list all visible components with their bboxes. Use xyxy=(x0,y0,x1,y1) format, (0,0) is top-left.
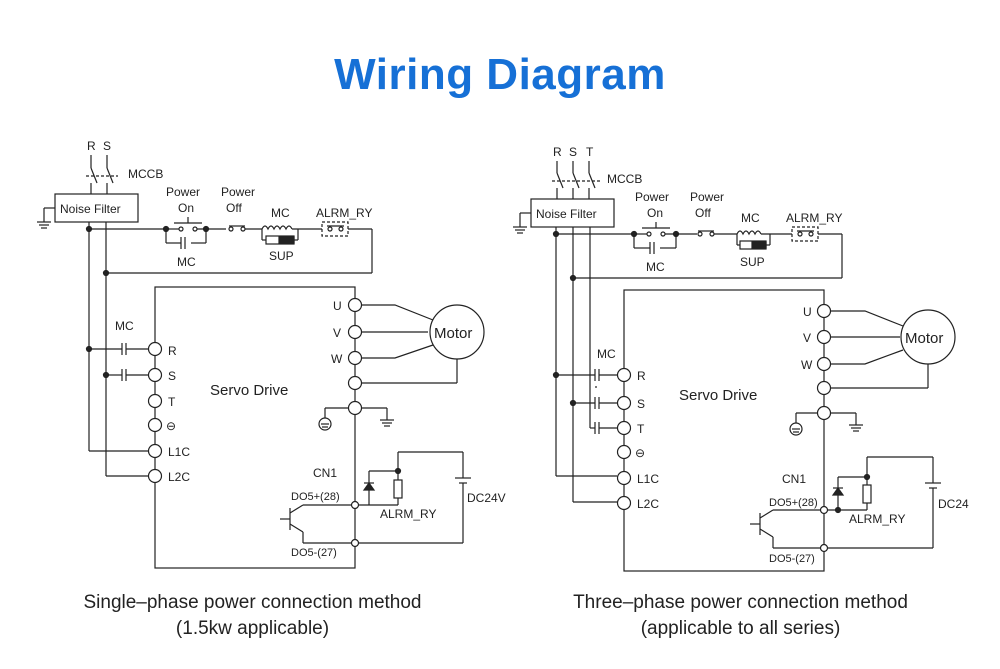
terminal-t-label: T xyxy=(168,395,176,409)
servo-drive-box xyxy=(623,289,825,572)
power-on-label: Power xyxy=(166,185,200,199)
mc-coil-label: MC xyxy=(271,206,290,220)
motor-circle xyxy=(900,309,956,365)
mccb-label: MCCB xyxy=(128,167,163,181)
power-on-label-2: On xyxy=(178,201,194,215)
page-title: Wiring Diagram xyxy=(334,50,666,99)
terminal-v-label: V xyxy=(803,331,811,345)
input-label-t: T xyxy=(586,145,594,159)
terminal-w-label: W xyxy=(331,352,343,366)
do5-minus-label: DO5-(27) xyxy=(769,553,815,565)
input-label-r: R xyxy=(553,145,562,159)
cn1-label: CN1 xyxy=(313,466,337,480)
input-terminals: R S T ⊖ L1C L2C xyxy=(147,341,190,484)
right-caption-line-1: Three–phase power connection method xyxy=(573,592,908,613)
left-caption-line-1: Single–phase power connection method xyxy=(83,592,422,613)
terminal-u-label: U xyxy=(803,305,812,319)
do5-minus-label: DO5-(27) xyxy=(291,547,337,559)
right-caption-line-2: (applicable to all series) xyxy=(640,618,841,639)
terminal-t-label: T xyxy=(637,422,645,436)
dc24-label: DC24 xyxy=(938,497,969,511)
power-off-label: Power xyxy=(221,185,255,199)
power-on-label: Power xyxy=(635,190,669,204)
three-phase-diagram: R S T MCCB Noise Filter Power On xyxy=(513,145,969,572)
mc-contact-top-label: MC xyxy=(646,260,665,274)
right-caption: Three–phase power connection method (app… xyxy=(508,590,973,642)
terminal-l1c-label: L1C xyxy=(637,472,659,486)
do5-plus-label: DO5+(28) xyxy=(769,497,818,509)
alrm-ry-relay-label: ALRM_RY xyxy=(849,512,905,526)
motor-label: Motor xyxy=(905,330,943,347)
mccb-label: MCCB xyxy=(607,172,642,186)
power-off-label-2: Off xyxy=(695,206,711,220)
single-phase-diagram: R S MCCB Noise Filter Power On xyxy=(37,139,506,569)
input-label-r: R xyxy=(87,139,96,153)
mc-coil-label: MC xyxy=(741,211,760,225)
alrm-ry-label: ALRM_RY xyxy=(786,211,842,225)
do5-plus-label: DO5+(28) xyxy=(291,491,340,503)
terminal-s-label: S xyxy=(168,369,176,383)
terminal-w-label: W xyxy=(801,358,813,372)
cn1-label: CN1 xyxy=(782,472,806,486)
power-off-label: Power xyxy=(690,190,724,204)
terminal-l2c-label: L2C xyxy=(637,497,659,511)
motor-label: Motor xyxy=(434,325,472,342)
terminal-v-label: V xyxy=(333,326,341,340)
terminal-s-label: S xyxy=(637,397,645,411)
servo-drive-label: Servo Drive xyxy=(210,382,288,399)
sup-label: SUP xyxy=(269,249,294,263)
mc-contact-top-label: MC xyxy=(177,255,196,269)
input-terminals: R S T ⊖ L1C L2C xyxy=(616,367,659,511)
input-label-s: S xyxy=(569,145,577,159)
dc24v-label: DC24V xyxy=(467,491,506,505)
left-caption: Single–phase power connection method (1.… xyxy=(20,590,485,642)
alrm-ry-relay-label: ALRM_RY xyxy=(380,507,436,521)
noise-filter-label: Noise Filter xyxy=(60,202,121,216)
terminal-minus-label: ⊖ xyxy=(166,419,176,433)
noise-filter-label: Noise Filter xyxy=(536,207,597,221)
left-caption-line-2: (1.5kw applicable) xyxy=(175,618,330,639)
servo-drive-label: Servo Drive xyxy=(679,387,757,404)
terminal-minus-label: ⊖ xyxy=(635,446,645,460)
terminal-r-label: R xyxy=(637,369,646,383)
mc-contact-label: MC xyxy=(597,347,616,361)
terminal-u-label: U xyxy=(333,299,342,313)
power-off-label-2: Off xyxy=(226,201,242,215)
alrm-ry-label: ALRM_RY xyxy=(316,206,372,220)
terminal-r-label: R xyxy=(168,344,177,358)
power-on-label-2: On xyxy=(647,206,663,220)
motor-circle xyxy=(429,304,485,360)
mc-contact-label: MC xyxy=(115,319,134,333)
terminal-l2c-label: L2C xyxy=(168,470,190,484)
terminal-l1c-label: L1C xyxy=(168,445,190,459)
sup-label: SUP xyxy=(740,255,765,269)
input-label-s: S xyxy=(103,139,111,153)
